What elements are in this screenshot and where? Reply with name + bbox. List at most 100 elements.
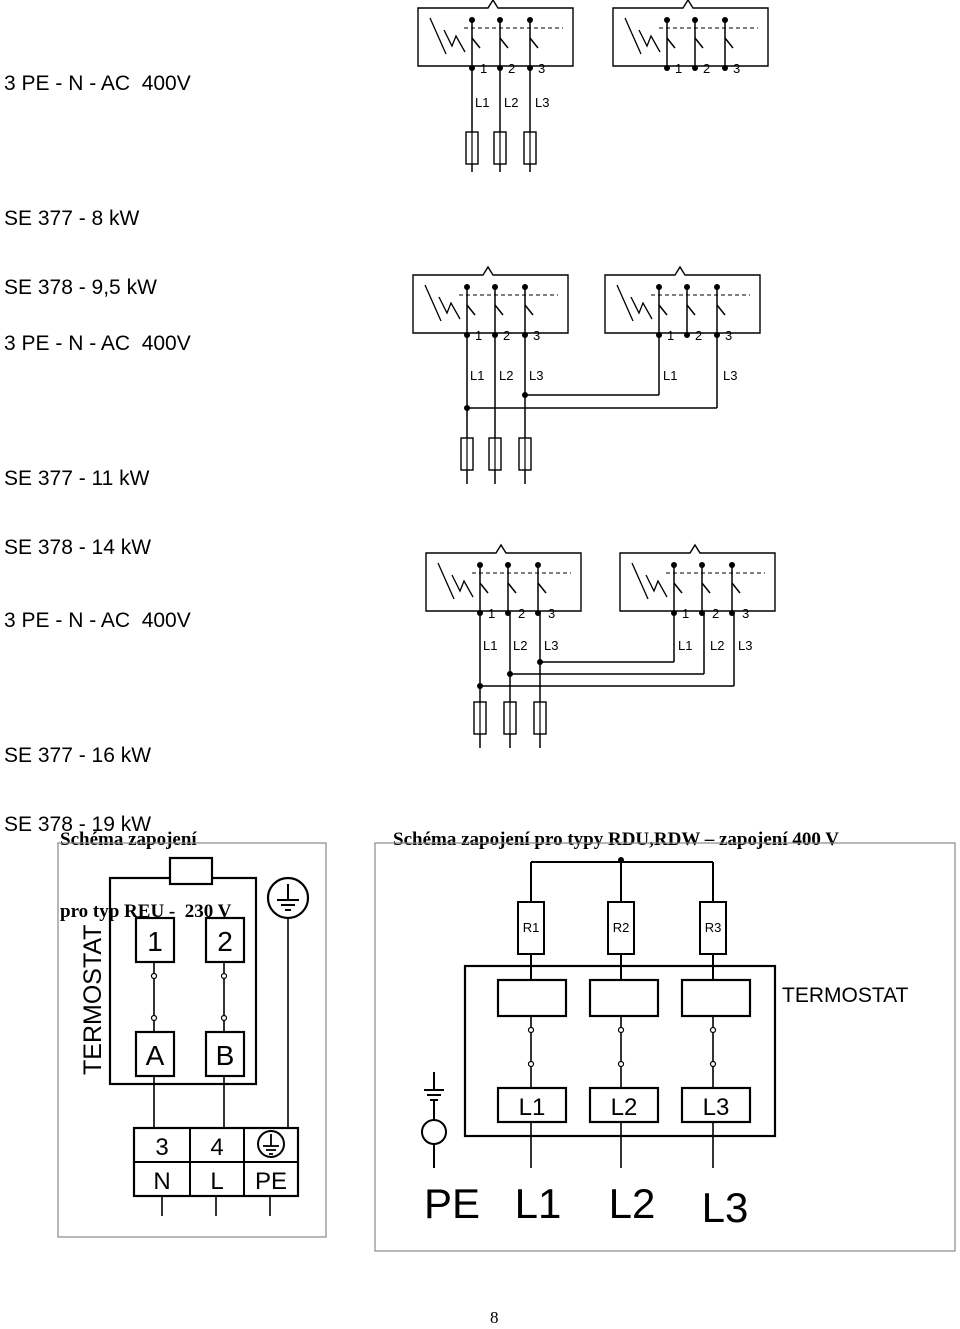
terminal-number: 2 [508,61,515,76]
terminal-box-l3 [680,1086,752,1124]
terminal-number: 2 [712,606,719,621]
fuse-symbol [473,701,487,735]
phase-label: L1 [678,638,692,653]
fuse-symbol [465,131,479,165]
terminal-label: L3 [703,1094,730,1121]
terminal-number: 2 [503,328,510,343]
phase-label: L3 [535,95,549,110]
terminal-number: 4 [210,1134,223,1161]
terminal-number: 1 [675,61,682,76]
phase-label: L3 [529,368,543,383]
rdu-wiring-diagram: R1 R2 R3 L1 L2 L3 TERMOSTAT [374,842,956,1252]
terminal-number: 3 [538,61,545,76]
contact-box-1 [134,916,176,964]
supply-label: L1 [515,1180,562,1227]
thermostat-contact [496,978,568,1018]
caption-rdu: Schéma zapojení pro typy RDU,RDW – zapoj… [393,780,839,876]
fuse-symbol [460,437,474,471]
caption-reu-line1: Schéma zapojení [60,829,197,850]
switch-unit [412,266,569,339]
contact-box-2 [204,916,246,964]
phase-label: L3 [738,638,752,653]
spec-block-2: 3 PE - N - AC 400V SE 377 - 11 kW SE 378… [4,286,191,582]
contact-label: B [216,1040,235,1071]
contact-label: A [146,1040,165,1071]
fuse-symbol [488,437,502,471]
phase-label: L1 [475,95,489,110]
diagram-8kw: 1 2 3 1 2 3 L1 L2 L3 [417,0,769,172]
spec-supply: 3 PE - N - AC 400V [4,332,191,355]
spec-power-se377: SE 377 - 16 kW [4,744,152,767]
phase-label: L3 [723,368,737,383]
phase-label: L1 [483,638,497,653]
terminal-box-l2 [588,1086,660,1124]
fuse-symbol [523,131,537,165]
spec-block-1: 3 PE - N - AC 400V SE 377 - 8 kW SE 378 … [4,26,191,322]
reu-wiring-diagram: TERMOSTAT 1 2 A B 3 4 N L PE [57,842,327,1238]
terminal-number: 3 [533,328,540,343]
thermostat-housing [463,964,777,1138]
diagram-11kw: 1 2 3 1 2 3 L1 L2 L3 L1 L3 [412,266,761,484]
contact-label: 1 [147,926,163,957]
switch-unit [425,544,582,617]
switch-unit [417,0,574,72]
resistor-label: R2 [613,920,630,935]
thermostat-contact [588,978,660,1018]
terminal-number: 2 [518,606,525,621]
spec-power-se378: SE 378 - 14 kW [4,536,152,559]
terminal-number: 1 [488,606,495,621]
phase-label: L3 [544,638,558,653]
heating-element [168,856,214,886]
supply-label: PE [424,1180,480,1227]
terminal-name: L [210,1168,223,1195]
terminal-number: 2 [703,61,710,76]
caption-rdu-line: Schéma zapojení pro typy RDU,RDW – zapoj… [393,829,839,850]
spec-power-se377: SE 377 - 11 kW [4,467,150,490]
spec-power-se378: SE 378 - 9,5 kW [4,276,157,299]
phase-label: L2 [504,95,518,110]
diagram-frame [374,842,956,1252]
terminal-box-l1 [496,1086,568,1124]
caption-reu: Schéma zapojení pro typ REU - 230 V [60,780,231,948]
resistor-r3 [699,901,727,955]
page-number: 8 [490,1308,499,1327]
spec-power-se378: SE 378 - 19 kW [4,813,152,836]
terminal-number: 1 [667,328,674,343]
fuse-symbol [503,701,517,735]
contact-box-a [134,1030,176,1078]
phase-label: L1 [470,368,484,383]
phase-label: L2 [513,638,527,653]
terminal-name: PE [255,1168,287,1195]
resistor-label: R3 [705,920,722,935]
switch-unit [612,0,769,72]
terminal-label: L1 [519,1094,546,1121]
spec-supply: 3 PE - N - AC 400V [4,609,191,632]
supply-label: L2 [609,1180,656,1227]
thermostat-contact [680,978,752,1018]
thermostat-label: TERMOSTAT [79,925,107,1075]
phase-label: L1 [663,368,677,383]
terminal-label: L2 [611,1094,638,1121]
terminal-number: 1 [480,61,487,76]
thermostat-label: TERMOSTAT [782,984,909,1007]
supply-label: L3 [702,1184,749,1231]
terminal-number: 3 [548,606,555,621]
spec-supply: 3 PE - N - AC 400V [4,72,191,95]
terminal-number: 1 [475,328,482,343]
diagram-16kw: 1 2 3 1 2 3 L1 L2 L3 L1 L2 L3 [425,544,776,748]
contact-label: 2 [217,926,233,957]
resistor-r1 [517,901,545,955]
terminal-number: 3 [742,606,749,621]
contact-box-b [204,1030,246,1078]
ground-icon [421,1072,447,1168]
resistor-label: R1 [523,920,540,935]
fuse-symbol [518,437,532,471]
caption-reu-line2: pro typ REU - 230 V [60,901,232,922]
spec-power-se377: SE 377 - 8 kW [4,207,140,230]
terminal-name: N [153,1168,170,1195]
phase-label: L2 [710,638,724,653]
spec-block-3: 3 PE - N - AC 400V SE 377 - 16 kW SE 378… [4,563,191,859]
terminal-number: 3 [733,61,740,76]
resistor-r2 [607,901,635,955]
